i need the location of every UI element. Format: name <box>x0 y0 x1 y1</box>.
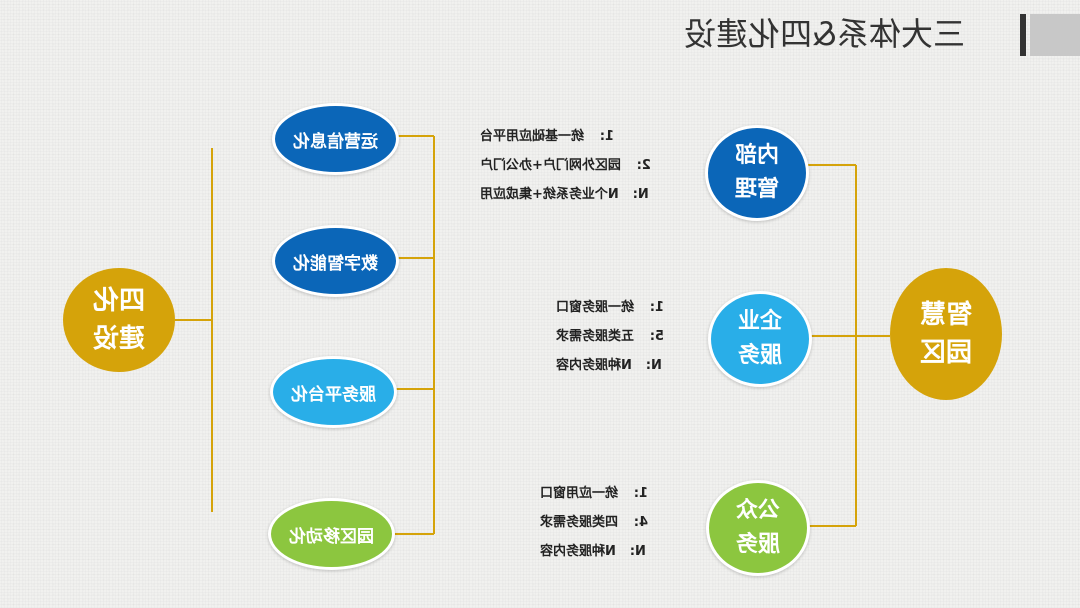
system-line1: 内部 <box>735 143 780 168</box>
list-item: 4: 四类服务需求 <box>540 508 680 537</box>
pill-label: 数字智能化 <box>293 253 378 274</box>
item-text: N种服务内容 <box>540 544 616 559</box>
item-text: N种服务内容 <box>556 358 632 373</box>
system-circle: 内部管理 <box>705 125 809 221</box>
right-hub-line2: 园区 <box>920 338 973 368</box>
system-items-list: 1: 统一应用窗口 4: 四类服务需求 N: N种服务内容 <box>540 479 680 566</box>
list-item: N: N个业务系统+集成应用 <box>480 180 680 209</box>
left-hub-line1: 四化 <box>93 286 146 316</box>
title-accent-bar <box>1020 14 1026 56</box>
system-items-list: 1: 统一基础应用平台 2: 园区外网门户+办公门户 N: N个业务系统+集成应用 <box>480 122 680 209</box>
title-accent-block <box>1030 14 1080 56</box>
right-hub-line1: 智慧 <box>920 300 973 330</box>
list-item: 2: 园区外网门户+办公门户 <box>480 151 680 180</box>
item-number: 5: <box>649 329 665 344</box>
item-number: N: <box>645 358 662 373</box>
item-text: N个业务系统+集成应用 <box>480 187 619 202</box>
item-number: N: <box>632 187 649 202</box>
modernization-pill: 服务平台化 <box>270 356 397 428</box>
list-item: N: N种服务内容 <box>540 537 680 566</box>
left-hub-line2: 建设 <box>93 324 146 354</box>
item-number: 4: <box>633 515 649 530</box>
system-items-list: 1: 统一服务窗口 5: 五类服务需求 N: N种服务内容 <box>556 293 680 380</box>
system-circle: 公众服务 <box>706 480 810 576</box>
item-number: 2: <box>636 158 651 173</box>
system-line2: 管理 <box>735 177 780 202</box>
item-number: N: <box>629 544 646 559</box>
right-hub-circle: 智慧 园区 <box>890 268 1002 400</box>
left-hub-circle: 四化 建设 <box>63 268 175 372</box>
list-item: 1: 统一服务窗口 <box>556 293 680 322</box>
item-text: 统一服务窗口 <box>556 300 635 315</box>
item-text: 四类服务需求 <box>540 515 619 530</box>
item-text: 五类服务需求 <box>556 329 635 344</box>
list-item: 1: 统一基础应用平台 <box>480 122 680 151</box>
list-item: 5: 五类服务需求 <box>556 322 680 351</box>
item-text: 园区外网门户+办公门户 <box>480 158 621 173</box>
item-number: 1: <box>599 129 615 144</box>
modernization-pill: 运营信息化 <box>272 103 399 175</box>
item-text: 统一应用窗口 <box>540 486 619 501</box>
modernization-pill: 数字智能化 <box>272 225 399 297</box>
item-number: 1: <box>649 300 665 315</box>
system-line1: 企业 <box>738 309 783 334</box>
pill-label: 服务平台化 <box>291 384 376 405</box>
modernization-pill: 园区移动化 <box>268 498 395 570</box>
system-line2: 服务 <box>736 532 781 557</box>
item-number: 1: <box>633 486 649 501</box>
pill-label: 运营信息化 <box>293 131 378 152</box>
list-item: N: N种服务内容 <box>556 351 680 380</box>
item-text: 统一基础应用平台 <box>480 129 585 144</box>
system-line1: 公众 <box>736 498 781 523</box>
pill-label: 园区移动化 <box>289 526 374 547</box>
system-line2: 服务 <box>738 343 783 368</box>
system-circle: 企业服务 <box>708 291 812 387</box>
list-item: 1: 统一应用窗口 <box>540 479 680 508</box>
